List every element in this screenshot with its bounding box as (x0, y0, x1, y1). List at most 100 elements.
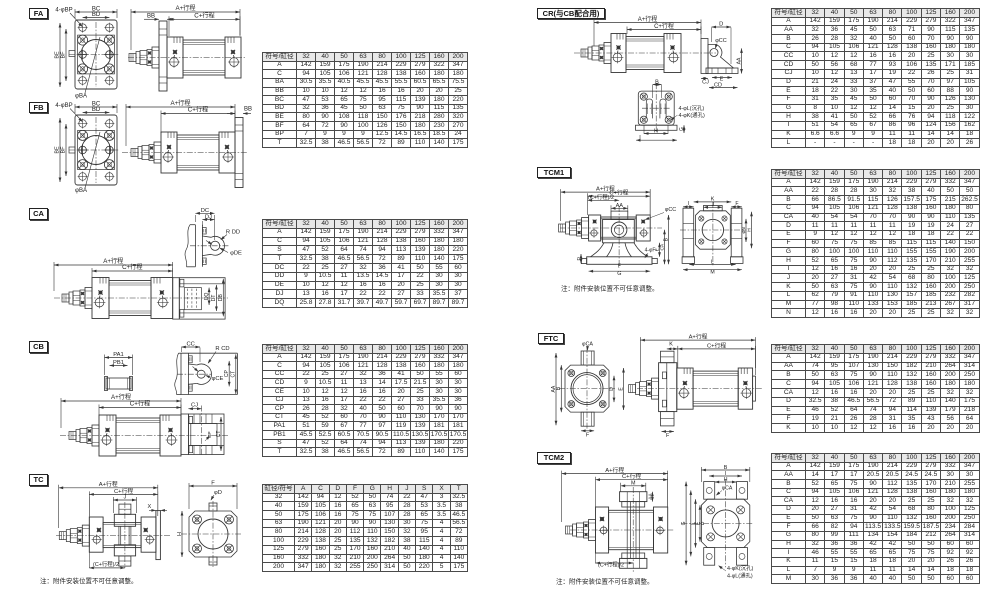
svg-text:E: E (720, 76, 724, 82)
svg-text:PA1: PA1 (113, 352, 124, 358)
svg-text:E: E (654, 248, 660, 251)
svg-text:C+行程: C+行程 (654, 22, 674, 30)
svg-text:CJ: CJ (702, 80, 709, 86)
svg-text:φCC: φCC (665, 207, 676, 213)
svg-text:G: G (617, 271, 621, 277)
svg-text:H: H (654, 128, 658, 134)
svg-text:M: M (631, 481, 636, 487)
svg-text:AA: AA (647, 493, 653, 500)
svg-text:DB: DB (218, 293, 224, 301)
svg-text:C+行程: C+行程 (122, 263, 142, 271)
svg-text:CT: CT (216, 431, 222, 438)
svg-text:G: G (679, 127, 685, 131)
svg-text:A+行程: A+行程 (605, 466, 624, 474)
svg-text:F: F (666, 433, 670, 439)
svg-text:D: D (719, 22, 723, 28)
svg-text:4-φL(沉孔): 4-φL(沉孔) (679, 104, 705, 112)
svg-text:DJ: DJ (205, 214, 212, 220)
svg-text:CA: CA (659, 243, 665, 250)
svg-text:BE: BE (55, 146, 61, 154)
svg-text:X: X (148, 504, 152, 510)
svg-text:φBA: φBA (75, 188, 87, 194)
svg-text:4-φL(通孔): 4-φL(通孔) (727, 572, 753, 580)
svg-text:A+行程: A+行程 (111, 393, 131, 401)
svg-text:CT: CT (231, 371, 237, 378)
svg-text:BC: BC (92, 102, 101, 108)
svg-text:4-φBP: 4-φBP (55, 8, 72, 14)
svg-text:C+行程: C+行程 (707, 341, 726, 349)
svg-text:C+行程: C+行程 (188, 106, 208, 114)
svg-text:A+行程: A+行程 (99, 480, 118, 488)
svg-text:AA: AA (551, 385, 557, 392)
svg-text:CJ: CJ (191, 403, 198, 409)
svg-text:J: J (124, 495, 127, 501)
svg-text:φCE: φCE (212, 376, 224, 382)
svg-text:CP: CP (224, 369, 230, 377)
svg-text:C+行程: C+行程 (114, 487, 133, 495)
svg-text:DQ: DQ (204, 292, 210, 300)
svg-text:R CD: R CD (215, 346, 229, 352)
svg-text:A+行程: A+行程 (638, 15, 658, 23)
svg-text:D: D (700, 521, 706, 525)
svg-text:CP: CP (207, 431, 213, 438)
svg-text:(C+行程)/2: (C+行程)/2 (588, 193, 614, 201)
svg-text:K: K (669, 341, 673, 347)
svg-text:H: H (177, 532, 183, 536)
svg-text:B: B (655, 79, 659, 85)
svg-text:DT: DT (211, 295, 217, 302)
svg-text:φBA: φBA (75, 94, 87, 100)
svg-text:D: D (609, 387, 615, 391)
svg-text:4-φF: 4-φF (645, 248, 656, 254)
svg-text:R DD: R DD (226, 230, 240, 236)
svg-text:F: F (586, 433, 590, 439)
svg-text:BF: BF (61, 146, 67, 154)
svg-text:F: F (735, 201, 738, 207)
svg-text:L: L (691, 522, 697, 525)
svg-text:AA: AA (736, 57, 742, 64)
svg-text:C+行程: C+行程 (609, 189, 628, 197)
svg-text:BB: BB (147, 14, 155, 20)
svg-text:L: L (711, 259, 714, 265)
svg-text:φN: φN (741, 227, 746, 233)
svg-text:K: K (711, 197, 715, 203)
svg-text:4-φK(沉孔): 4-φK(沉孔) (727, 564, 753, 572)
svg-text:E: E (696, 521, 702, 525)
svg-text:B: B (556, 386, 562, 390)
svg-text:M: M (710, 269, 714, 275)
svg-text:φD: φD (214, 490, 222, 496)
svg-text:A+行程: A+行程 (103, 257, 123, 265)
svg-text:B: B (724, 465, 728, 471)
svg-text:I: I (725, 471, 727, 477)
svg-text:注：附件安装位置不可任意调整。: 注：附件安装位置不可任意调整。 (561, 284, 659, 293)
svg-text:BE: BE (55, 51, 61, 59)
svg-text:φDE: φDE (230, 251, 242, 257)
svg-text:φCC: φCC (715, 38, 727, 44)
svg-text:C+行程: C+行程 (194, 12, 214, 20)
svg-text:C+行程: C+行程 (130, 400, 150, 408)
svg-text:C+行程: C+行程 (622, 472, 641, 480)
svg-text:A+行程: A+行程 (689, 333, 708, 341)
svg-text:BD: BD (92, 107, 101, 113)
svg-text:H: H (746, 228, 752, 232)
svg-text:BC: BC (92, 7, 101, 13)
svg-text:DC: DC (201, 208, 209, 214)
svg-text:A+行程: A+行程 (596, 185, 615, 193)
svg-text:4-φBP: 4-φBP (55, 103, 72, 109)
svg-text:I: I (688, 201, 689, 207)
svg-text:I: I (639, 135, 641, 141)
svg-text:φCA: φCA (582, 342, 593, 348)
svg-text:CC: CC (187, 342, 195, 348)
svg-text:B: B (663, 237, 669, 241)
svg-text:4-φK(通孔): 4-φK(通孔) (679, 111, 705, 119)
svg-text:BB: BB (244, 107, 252, 113)
svg-text:F: F (211, 481, 215, 487)
svg-text:J: J (712, 202, 715, 208)
svg-text:A+行程: A+行程 (170, 99, 190, 107)
svg-text:(C+行程)/2: (C+行程)/2 (598, 561, 624, 569)
svg-text:BF: BF (61, 51, 67, 59)
svg-text:φCA: φCA (722, 486, 733, 492)
svg-text:F: F (618, 263, 621, 269)
svg-text:G: G (681, 521, 687, 525)
svg-text:(C+行程)/2: (C+行程)/2 (93, 560, 119, 568)
svg-text:BD: BD (92, 12, 101, 18)
